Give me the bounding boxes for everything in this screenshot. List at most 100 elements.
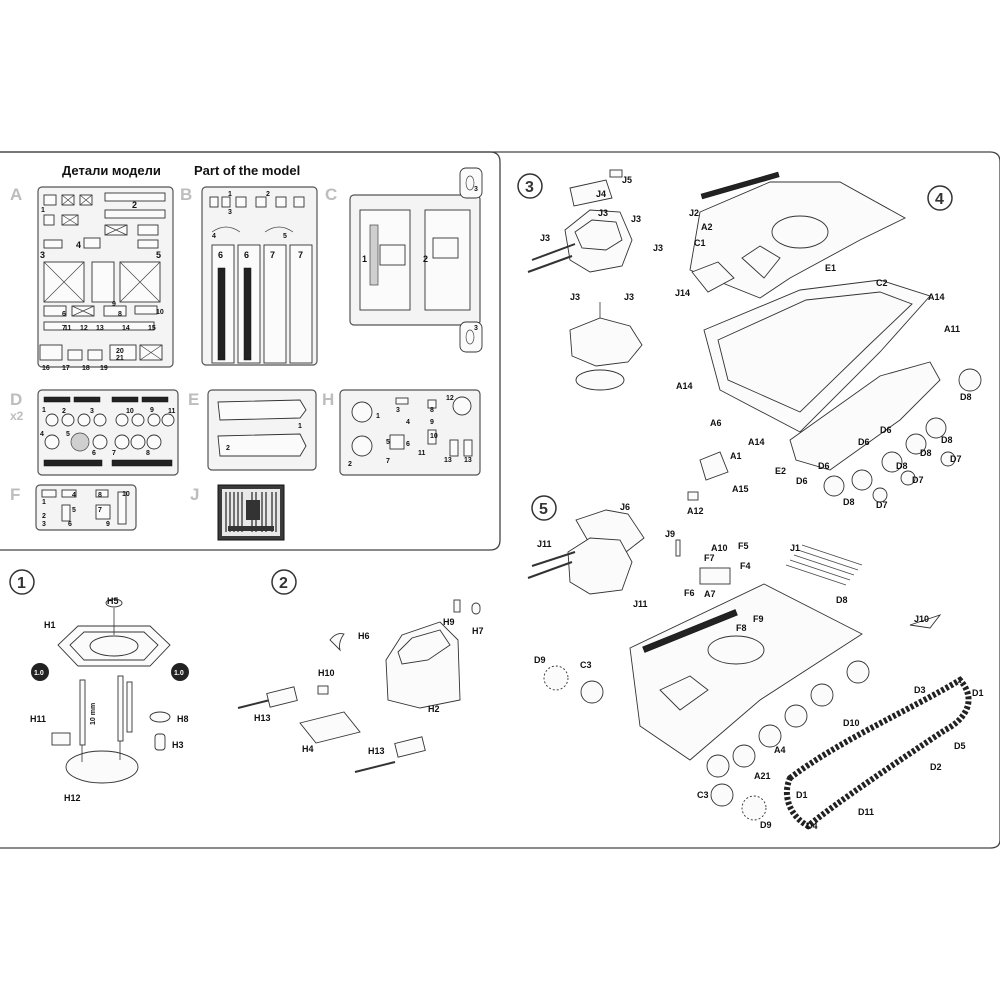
svg-text:A14: A14 xyxy=(676,381,693,391)
sprue-d-multiplier: x2 xyxy=(10,409,24,423)
svg-text:J10: J10 xyxy=(914,614,929,624)
svg-text:2: 2 xyxy=(266,191,270,198)
svg-text:6: 6 xyxy=(68,521,72,528)
svg-text:J2: J2 xyxy=(689,208,699,218)
svg-text:7: 7 xyxy=(270,250,275,260)
svg-text:J3: J3 xyxy=(540,233,550,243)
svg-text:A4: A4 xyxy=(774,745,786,755)
svg-text:D8: D8 xyxy=(836,595,848,605)
dim-badge-left: 1.0 xyxy=(34,670,44,677)
svg-text:A14: A14 xyxy=(748,437,765,447)
svg-text:D5: D5 xyxy=(954,741,966,751)
svg-text:5: 5 xyxy=(386,439,390,446)
svg-text:5: 5 xyxy=(72,507,76,514)
step-1: 1 1.0 1.0 10 mm H5 H1 H11 H8 H3 H12 xyxy=(9,569,189,803)
svg-text:1: 1 xyxy=(42,499,46,506)
svg-text:C3: C3 xyxy=(580,660,592,670)
svg-text:7: 7 xyxy=(298,250,303,260)
svg-text:4: 4 xyxy=(40,431,44,438)
svg-text:11: 11 xyxy=(168,408,176,415)
svg-text:F4: F4 xyxy=(740,561,751,571)
svg-text:D8: D8 xyxy=(960,392,972,402)
sprue-letter-e: E xyxy=(188,390,199,409)
svg-text:6: 6 xyxy=(244,250,249,260)
svg-text:H2: H2 xyxy=(428,704,440,714)
svg-text:10: 10 xyxy=(430,433,438,440)
svg-text:1: 1 xyxy=(362,254,367,264)
svg-text:1: 1 xyxy=(228,191,232,198)
svg-text:9: 9 xyxy=(112,301,116,308)
svg-text:J11: J11 xyxy=(633,599,648,609)
svg-text:J1: J1 xyxy=(790,543,800,553)
svg-text:D7: D7 xyxy=(912,475,924,485)
svg-text:7: 7 xyxy=(62,325,66,332)
svg-text:D1: D1 xyxy=(972,688,984,698)
svg-text:12: 12 xyxy=(446,395,454,402)
step-2-number: 2 xyxy=(279,575,288,592)
sprue-letter-h: H xyxy=(322,390,334,409)
svg-text:2: 2 xyxy=(62,408,66,415)
svg-text:D2: D2 xyxy=(930,762,942,772)
sprue-letter-c: C xyxy=(325,185,337,204)
step-5: 5 J6 J11 J11 J9 A10 F7 F5 F4 F6 A7 J1 F8… xyxy=(527,495,984,831)
svg-text:J14: J14 xyxy=(675,288,690,298)
svg-text:H3: H3 xyxy=(172,740,184,750)
svg-text:2: 2 xyxy=(42,513,46,520)
svg-text:A10: A10 xyxy=(711,543,728,553)
svg-text:F7: F7 xyxy=(704,553,715,563)
svg-text:10: 10 xyxy=(122,491,130,498)
svg-text:9: 9 xyxy=(150,407,154,414)
svg-text:7: 7 xyxy=(386,458,390,465)
svg-text:15: 15 xyxy=(148,325,156,332)
svg-text:C2: C2 xyxy=(876,278,888,288)
parts-title-ru: Детали модели xyxy=(62,163,161,178)
svg-text:4: 4 xyxy=(406,419,410,426)
sheet-frame xyxy=(0,151,1000,849)
svg-text:D6: D6 xyxy=(796,476,808,486)
svg-text:4: 4 xyxy=(76,240,81,250)
svg-text:4: 4 xyxy=(212,233,216,240)
step-4: 4 J2 A2 C1 C2 E1 J14 A14 A11 A14 D8 A6 A… xyxy=(675,171,982,516)
svg-text:D3: D3 xyxy=(914,685,926,695)
svg-text:H12: H12 xyxy=(64,793,81,803)
svg-text:A7: A7 xyxy=(704,589,716,599)
svg-text:H9: H9 xyxy=(443,617,455,627)
svg-text:F6: F6 xyxy=(684,588,695,598)
svg-text:19: 19 xyxy=(100,365,108,372)
sprue-letter-f: F xyxy=(10,485,20,504)
svg-text:H13: H13 xyxy=(368,746,385,756)
sprue-letter-a: A xyxy=(10,185,22,204)
svg-text:D6: D6 xyxy=(880,425,892,435)
svg-text:A15: A15 xyxy=(732,484,749,494)
svg-text:J9: J9 xyxy=(665,529,675,539)
svg-text:H11: H11 xyxy=(30,714,46,724)
svg-text:3: 3 xyxy=(42,521,46,528)
svg-text:C3: C3 xyxy=(697,790,709,800)
svg-text:H1: H1 xyxy=(44,620,56,630)
sprue-letter-j: J xyxy=(190,485,199,504)
svg-text:D8: D8 xyxy=(941,435,953,445)
step-4-number: 4 xyxy=(935,191,944,208)
sprue-a: A 1 2 3 4 5 xyxy=(10,185,174,372)
svg-text:13: 13 xyxy=(444,457,452,464)
sprue-c: C 1 2 3 3 xyxy=(325,167,483,353)
svg-text:D1: D1 xyxy=(796,790,808,800)
svg-text:A21: A21 xyxy=(754,771,771,781)
svg-text:H13: H13 xyxy=(254,713,271,723)
svg-text:D7: D7 xyxy=(876,500,888,510)
svg-text:D11: D11 xyxy=(858,807,874,817)
svg-text:J3: J3 xyxy=(570,292,580,302)
svg-text:9: 9 xyxy=(430,419,434,426)
svg-text:A6: A6 xyxy=(710,418,722,428)
dim-note: 10 mm xyxy=(90,703,97,725)
svg-text:20: 20 xyxy=(116,348,124,355)
svg-text:F5: F5 xyxy=(738,541,749,551)
svg-text:1: 1 xyxy=(41,207,45,214)
svg-text:11: 11 xyxy=(64,325,72,332)
svg-text:F8: F8 xyxy=(736,623,747,633)
sprue-b: B 1 2 3 4 5 6 6 7 7 xyxy=(180,185,318,366)
svg-text:12: 12 xyxy=(80,325,88,332)
sprue-e: E 1 2 xyxy=(188,389,317,471)
svg-text:J3: J3 xyxy=(631,214,641,224)
svg-text:3: 3 xyxy=(474,186,478,193)
